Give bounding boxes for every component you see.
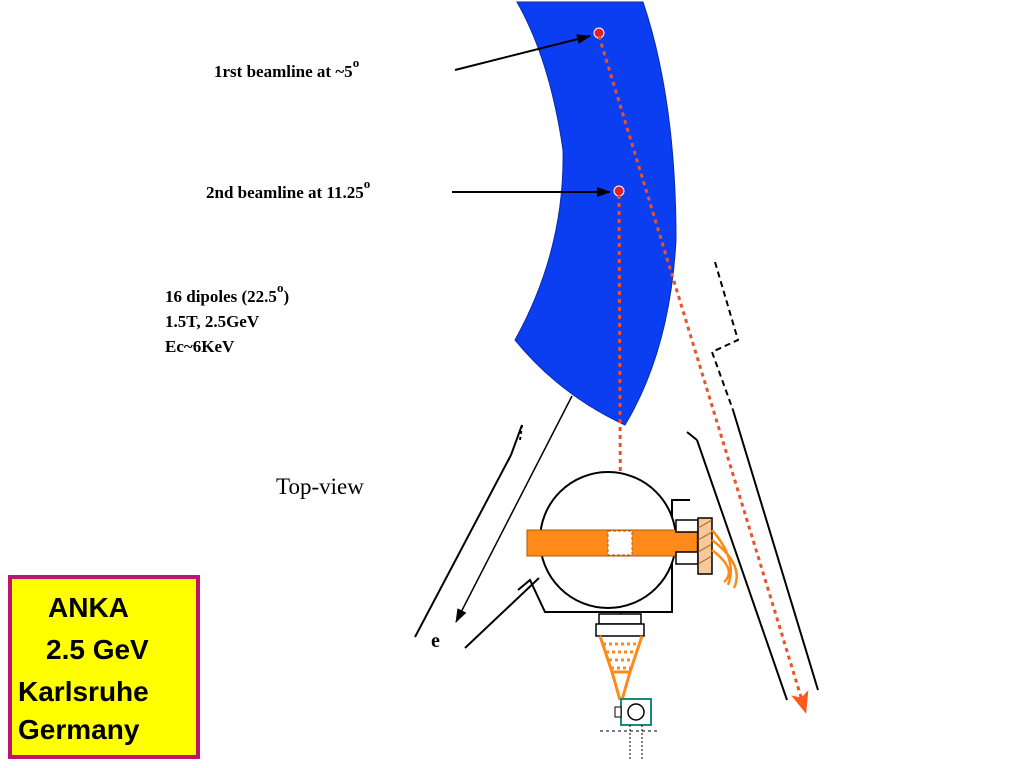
flange-right-1 (675, 519, 699, 533)
electron-direction-arrow (455, 395, 573, 623)
facility-info-box: ANKA 2.5 GeV Karlsruhe Germany (8, 575, 200, 759)
dipole-magnet-arc (514, 1, 677, 426)
left-chamber-walls (414, 424, 540, 649)
dipoles-label-line3: Ec~6KeV (165, 337, 235, 356)
flange-right-2 (675, 551, 699, 565)
bottom-detector (600, 698, 660, 760)
top-view-label: Top-view (276, 474, 364, 499)
bar-window (607, 530, 633, 556)
info-line-city: Karlsruhe (18, 676, 149, 707)
beamline1-path (597, 35, 809, 714)
beamline1-pointer-arrow (454, 34, 591, 71)
experiment-station (517, 471, 738, 613)
dipoles-label-line2: 1.5T, 2.5GeV (165, 312, 260, 331)
bottom-bellows (595, 613, 645, 701)
info-line-country: Germany (18, 714, 140, 745)
hatched-detector (697, 517, 713, 575)
info-line-anka: ANKA (48, 592, 129, 623)
info-line-energy: 2.5 GeV (46, 634, 149, 665)
beamline1-label: 1rst beamline at ~5o (214, 55, 359, 81)
cable-bundle (711, 529, 738, 589)
beamline2-source-point (613, 185, 625, 197)
dipoles-label-line1: 16 dipoles (22.5o) (165, 280, 289, 306)
right-chamber-walls (686, 261, 819, 701)
electron-label: e (431, 630, 440, 652)
beamline2-label: 2nd beamline at 11.25o (206, 176, 370, 202)
